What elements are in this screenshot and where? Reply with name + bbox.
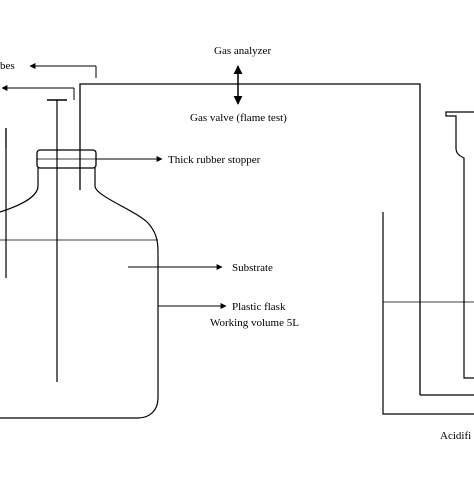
acidified-label: Acidifi (440, 430, 471, 442)
acidified-vessel (382, 212, 474, 415)
inverted-cylinder (445, 111, 474, 379)
gas-outlet-tube (79, 83, 421, 395)
tubes-label: bes (0, 60, 15, 72)
flask-label-line1: Plastic flask (232, 301, 286, 313)
plastic-flask (0, 168, 159, 419)
gas-valve-label: Gas valve (flame test) (190, 112, 287, 124)
gas-analyzer-label: Gas analyzer (214, 45, 271, 57)
substrate-label: Substrate (232, 262, 273, 274)
stopper-label: Thick rubber stopper (168, 154, 261, 166)
flask-label-line2: Working volume 5L (210, 317, 299, 329)
